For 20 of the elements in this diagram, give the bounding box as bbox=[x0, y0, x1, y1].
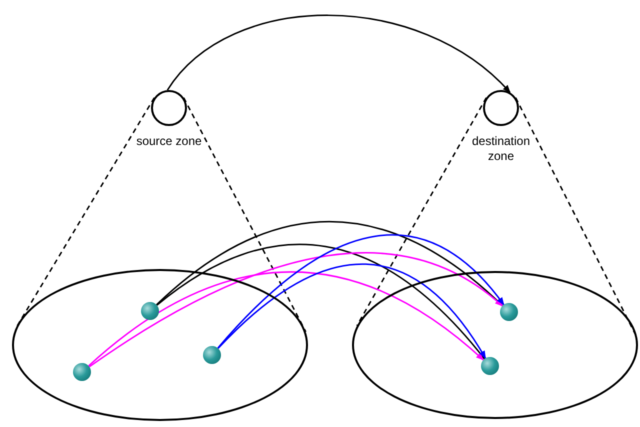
ball-node bbox=[500, 302, 518, 320]
arrow bbox=[88, 271, 484, 366]
zone-label: source zone bbox=[135, 134, 203, 149]
dashed-line bbox=[356, 97, 487, 326]
dashed-line bbox=[183, 97, 306, 332]
zone-ellipse bbox=[12, 269, 308, 421]
arrow bbox=[156, 221, 504, 306]
arrow bbox=[156, 244, 486, 360]
arrow bbox=[217, 234, 504, 349]
ball-node bbox=[480, 356, 498, 374]
zone-label: destination zone bbox=[470, 134, 532, 164]
ball-node bbox=[72, 362, 90, 380]
ball-node bbox=[140, 302, 158, 320]
arrow bbox=[166, 14, 511, 93]
arrow bbox=[88, 252, 504, 368]
arrow bbox=[218, 264, 486, 359]
zone-circle bbox=[483, 90, 519, 126]
zone-circle bbox=[151, 90, 187, 126]
zone-ellipse bbox=[352, 271, 638, 419]
ball-node bbox=[202, 346, 220, 364]
